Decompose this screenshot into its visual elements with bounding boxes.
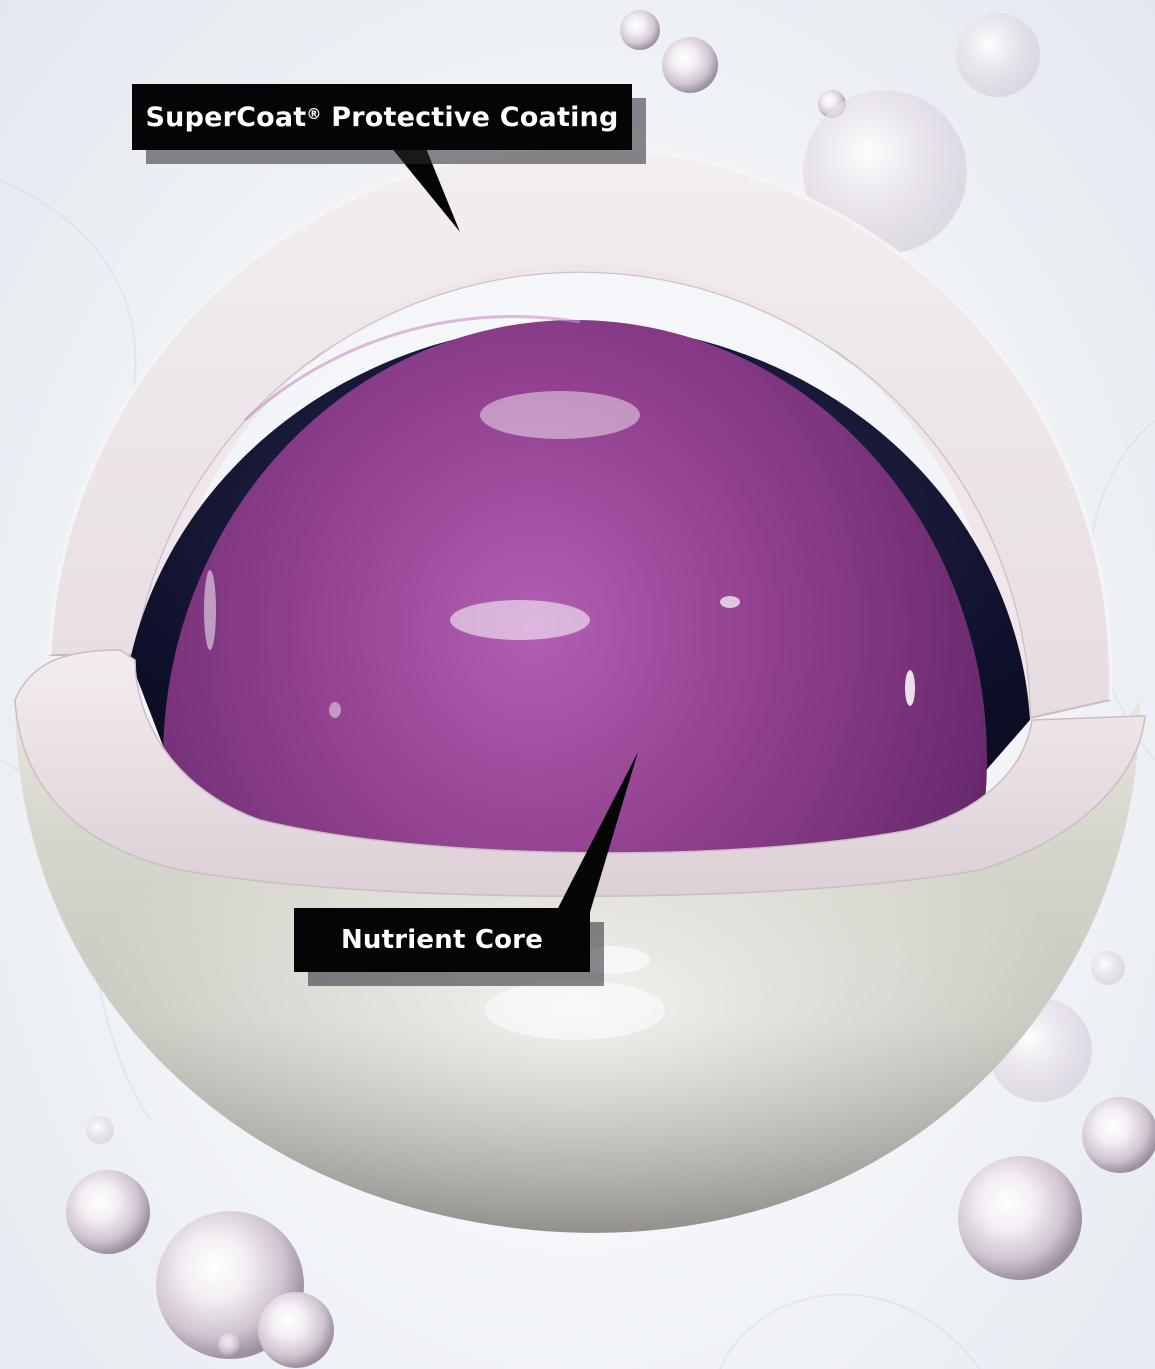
coating-label-brand: SuperCoat [146,102,307,133]
nutrient-core-label: Nutrient Core [294,908,590,972]
protective-coating-label: SuperCoat® Protective Coating [132,84,632,150]
coating-label-text: Protective Coating [331,102,618,133]
